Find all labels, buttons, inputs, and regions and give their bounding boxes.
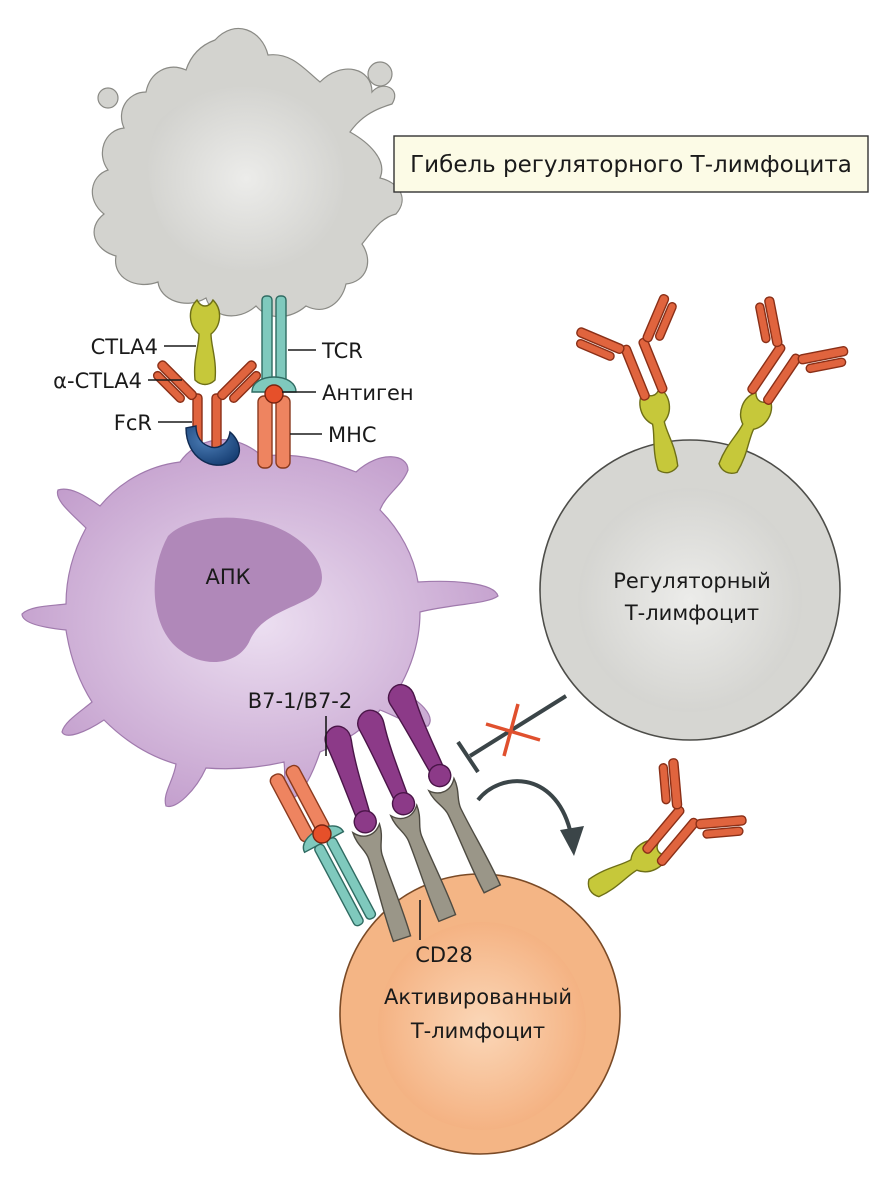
caption-box: Гибель регуляторного Т-лимфоцита: [393, 135, 869, 193]
fcr-label: FcR: [114, 411, 152, 435]
cd28-label: CD28: [415, 943, 473, 967]
mhc-molecule-bottom: [269, 764, 330, 843]
tcr-molecule-top: [251, 295, 297, 393]
activated-t-cell: [339, 873, 621, 1155]
regulatory-cell-label-line1: Регуляторный: [613, 569, 770, 593]
apc-cell: [21, 439, 499, 808]
dying-regulatory-t-cell: [91, 27, 403, 318]
inhibition-blocked-cross: [485, 703, 541, 757]
activated-cell-label-line1: Активированный: [384, 985, 572, 1009]
antigen-label: Антиген: [322, 381, 414, 405]
apc-label: АПК: [205, 565, 250, 589]
activated-ctla4: [582, 834, 672, 904]
antigen-top: [264, 384, 284, 404]
regulatory-t-cell: [539, 439, 841, 741]
regulatory-antibody-left: [568, 288, 707, 418]
mhc-label: MHC: [328, 423, 377, 447]
activated-cell-label-line2: Т-лимфоцит: [410, 1019, 545, 1043]
b7-label: B7-1/B7-2: [248, 689, 353, 713]
antigen-bottom: [312, 824, 332, 844]
leaders-top: [148, 345, 322, 435]
fcr-receptor: [185, 425, 240, 466]
ctla4-label: CTLA4: [91, 335, 158, 359]
regulatory-cell-label-line2: Т-лимфоцит: [624, 601, 759, 625]
ctla4-molecule-top: [189, 299, 221, 386]
inhibition-line: [456, 694, 568, 774]
alpha-ctla4-label: α-CTLA4: [53, 369, 142, 393]
tcr-label: TCR: [321, 339, 363, 363]
caption-text: Гибель регуляторного Т-лимфоцита: [410, 152, 852, 178]
regulatory-antibody-right: [711, 289, 857, 430]
activation-arrow: [476, 779, 584, 856]
